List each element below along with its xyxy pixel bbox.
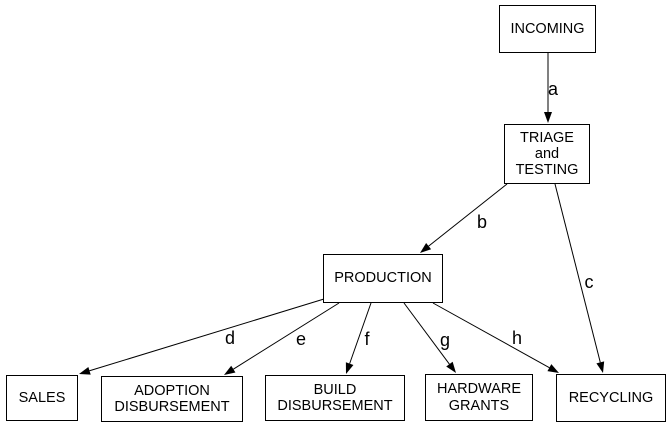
node-label: RECYCLING [568, 389, 654, 406]
node-recycling: RECYCLING [556, 374, 666, 422]
edge-label-a: a [547, 79, 559, 99]
node-label: TRIAGE and TESTING [515, 129, 579, 179]
node-label: SALES [18, 389, 66, 406]
node-sales: SALES [6, 375, 78, 421]
node-triage-and-testing: TRIAGE and TESTING [504, 124, 590, 184]
edge-label-c: c [584, 272, 594, 292]
edge-a-arrow [544, 53, 552, 123]
node-label: PRODUCTION [334, 270, 432, 287]
edge-e-arrow [224, 302, 340, 375]
edge-label-e: e [295, 329, 307, 349]
edge-c-arrow [554, 183, 605, 373]
edge-h-arrow [432, 302, 559, 373]
node-adoption-disbursement: ADOPTION DISBURSEMENT [101, 376, 243, 422]
node-build-disbursement: BUILD DISBURSEMENT [265, 375, 405, 421]
node-label: HARDWARE GRANTS [436, 381, 522, 414]
node-hardware-grants: HARDWARE GRANTS [425, 374, 533, 421]
node-label: INCOMING [510, 20, 585, 37]
edge-label-d: d [224, 328, 236, 348]
edge-label-b: b [476, 212, 488, 232]
edge-g-arrow [403, 302, 456, 373]
edge-label-g: g [439, 330, 451, 350]
edge-f-arrow [345, 302, 372, 374]
node-label: BUILD DISBURSEMENT [277, 381, 393, 414]
edge-d-arrow [79, 298, 325, 375]
node-production: PRODUCTION [323, 254, 443, 303]
node-incoming: INCOMING [499, 5, 596, 53]
edge-b-arrow [420, 183, 508, 253]
node-label: ADOPTION DISBURSEMENT [114, 382, 230, 415]
edge-label-f: f [364, 329, 370, 349]
edge-label-h: h [511, 328, 523, 348]
